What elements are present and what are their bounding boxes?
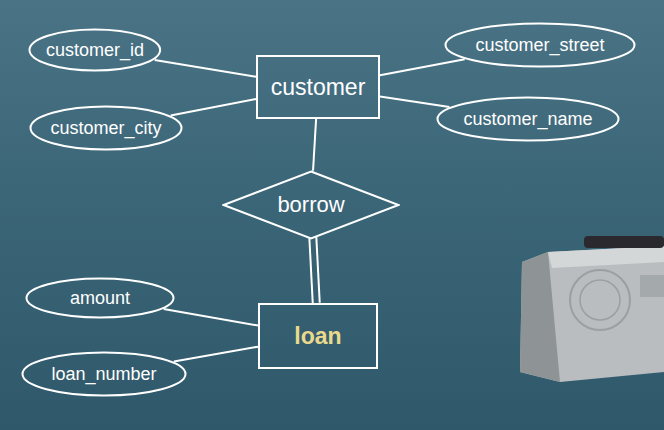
attribute-name: amount: [70, 288, 130, 309]
emblem-mark: [640, 275, 664, 297]
ellipse-path: [438, 98, 619, 141]
ellipse-path: [30, 30, 161, 71]
diamond-path: [224, 172, 399, 239]
attribute-ellipse: customer_name: [436, 96, 620, 142]
attribute-ellipse: customer_id: [28, 28, 162, 72]
entity-box: loan: [258, 303, 378, 369]
emblem-inner: [580, 280, 620, 320]
connector-line: [380, 96, 449, 107]
connector-line: [309, 237, 312, 303]
ellipse-path: [27, 279, 174, 318]
connector: [309, 237, 319, 303]
connector-line: [316, 237, 319, 303]
connector: [171, 99, 256, 116]
connector: [380, 96, 449, 107]
entity-box: customer: [256, 55, 380, 119]
device-top: [548, 246, 664, 268]
attribute-ellipse: amount: [25, 277, 175, 319]
connector: [164, 309, 258, 325]
connector: [313, 119, 316, 171]
attribute-name: customer_street: [475, 35, 604, 56]
ellipse-path: [446, 24, 635, 67]
emblem: [570, 270, 630, 330]
device-body: [520, 246, 664, 382]
attribute-ellipse: customer_city: [29, 105, 183, 151]
connector-line: [174, 347, 258, 362]
device-side: [520, 252, 560, 382]
connector-line: [380, 59, 465, 75]
entity-name: customer: [271, 74, 366, 101]
attribute-ellipse: customer_street: [444, 22, 636, 68]
connector: [155, 60, 256, 77]
relationship-name: borrow: [277, 192, 344, 218]
device-bar: [584, 236, 664, 248]
relationship-diamond: borrow: [222, 170, 400, 240]
entity-name: loan: [294, 323, 341, 350]
attribute-ellipse: loan_number: [21, 351, 187, 397]
connector-line: [313, 119, 316, 171]
attribute-name: customer_name: [463, 109, 592, 130]
connector: [380, 59, 465, 75]
connector-line: [155, 60, 256, 77]
connector: [174, 347, 258, 362]
attribute-name: customer_city: [50, 118, 161, 139]
connector-line: [171, 99, 256, 116]
connector-line: [164, 309, 258, 325]
ellipse-path: [31, 107, 182, 150]
attribute-name: loan_number: [51, 364, 156, 385]
attribute-name: customer_id: [46, 40, 144, 61]
ellipse-path: [23, 353, 186, 396]
